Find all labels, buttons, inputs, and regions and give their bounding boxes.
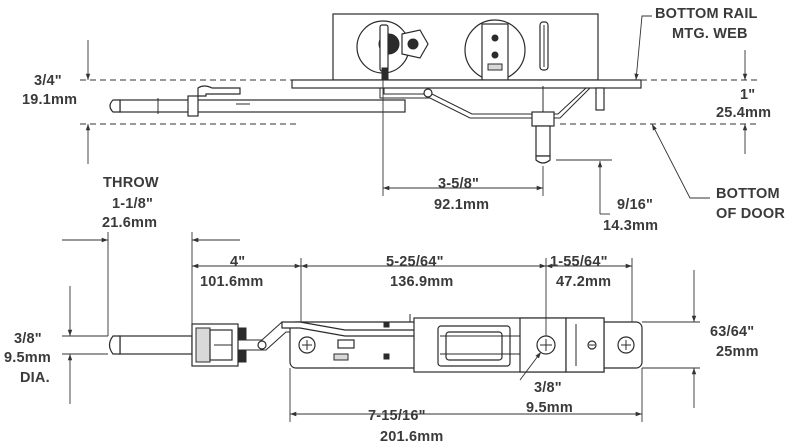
side-link-arm — [379, 87, 591, 119]
dia-dim-text: DIA. — [20, 370, 50, 386]
bottom-rail-label-line2: MTG. WEB — [672, 26, 748, 42]
total-dim-mm: 201.6mm — [380, 429, 443, 445]
side-bolt-rod — [119, 99, 406, 113]
side-view-dimensions — [80, 15, 760, 215]
side-view — [109, 13, 642, 164]
dim-63-in: 63/64" — [710, 324, 754, 340]
bottom-door-label-line1: BOTTOM — [716, 186, 780, 202]
plan-view — [108, 314, 643, 373]
dimension-labels: BOTTOM RAIL MTG. WEB 3/4" 19.1mm 1" 25.4… — [4, 6, 785, 445]
dim-4-mm: 101.6mm — [200, 274, 263, 290]
dim-155-mm: 47.2mm — [556, 274, 611, 290]
hole-dim-in: 3/8" — [534, 380, 562, 396]
right-top-dim-mm: 25.4mm — [716, 105, 771, 121]
side-vertical-bolt-head — [531, 111, 555, 127]
left-top-dim-in: 3/4" — [34, 73, 62, 89]
dim-5-mm: 136.9mm — [390, 274, 453, 290]
right-top-dim-in: 1" — [740, 87, 755, 103]
plan-bolt-pin — [119, 335, 193, 355]
side-vertical-bolt — [535, 125, 551, 157]
dia-dim-mm: 9.5mm — [4, 350, 51, 366]
plan-view-dimensions — [62, 232, 700, 422]
small-dim-mm: 14.3mm — [603, 218, 658, 234]
side-handle-block — [187, 95, 199, 117]
mounting-web — [291, 79, 642, 89]
bottom-rail-label-line1: BOTTOM RAIL — [655, 6, 758, 22]
bottom-door-label-line2: OF DOOR — [716, 206, 785, 222]
dim-5-in: 5-25/64" — [386, 254, 444, 270]
dia-dim-in: 3/8" — [14, 331, 42, 347]
throw-title: THROW — [103, 175, 159, 191]
throw-dim-in: 1-1/8" — [112, 196, 153, 212]
dim-4-in: 4" — [230, 254, 245, 270]
small-dim-in: 9/16" — [617, 197, 653, 213]
mid-dim-in: 3-5/8" — [438, 176, 479, 192]
dim-63-mm: 25mm — [716, 344, 759, 360]
total-dim-in: 7-15/16" — [368, 408, 426, 424]
throw-dim-mm: 21.6mm — [102, 215, 157, 231]
mid-dim-mm: 92.1mm — [434, 197, 489, 213]
left-top-dim-mm: 19.1mm — [22, 92, 77, 108]
dim-155-in: 1-55/64" — [550, 254, 608, 270]
hole-dim-mm: 9.5mm — [526, 400, 573, 416]
